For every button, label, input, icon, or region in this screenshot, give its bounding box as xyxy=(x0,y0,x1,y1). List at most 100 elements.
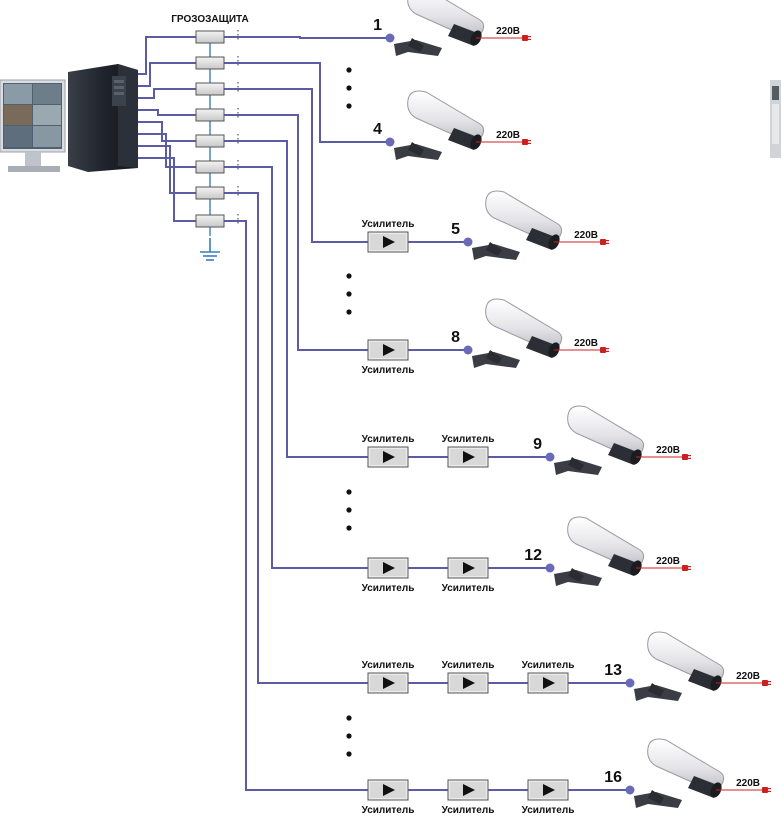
camera-number: 5 xyxy=(451,221,460,238)
camera-cable xyxy=(224,36,390,39)
voltage-label: 220В xyxy=(656,445,680,456)
surge-protector xyxy=(195,82,225,96)
cable-network xyxy=(138,36,630,791)
amplifier-icon xyxy=(367,672,409,694)
amplifier-icon xyxy=(367,231,409,253)
voltage-label: 220В xyxy=(736,778,760,789)
camera-icon xyxy=(471,190,563,261)
amplifier-icon xyxy=(367,446,409,468)
amplifier-label: Усилитель xyxy=(362,660,415,671)
camera-cable xyxy=(224,140,550,458)
amplifier-label: Усилитель xyxy=(362,805,415,816)
ellipsis-dot xyxy=(346,733,352,739)
camera-node xyxy=(385,137,395,147)
camera-group: 1 220В 4 220В Усилитель 5 220В Усилитель 8 220В Ус… xyxy=(362,0,771,816)
voltage-label: 220В xyxy=(656,556,680,567)
camera-node xyxy=(463,345,473,355)
voltage-label: 220В xyxy=(574,230,598,241)
camera-cable xyxy=(224,192,630,684)
pc-to-protector-cable xyxy=(138,157,196,222)
camera-node xyxy=(385,33,395,43)
monitor-icon xyxy=(0,79,66,172)
plug-icon xyxy=(522,35,531,41)
amplifier-icon xyxy=(367,557,409,579)
camera-icon xyxy=(471,298,563,369)
amplifier-label: Усилитель xyxy=(362,434,415,445)
voltage-label: 220В xyxy=(496,26,520,37)
ellipsis-dot xyxy=(346,507,352,513)
ellipsis-dot xyxy=(346,489,352,495)
camera-number: 4 xyxy=(373,121,382,138)
voltage-label: 220В xyxy=(736,671,760,682)
camera-node xyxy=(625,785,635,795)
amplifier-icon xyxy=(447,672,489,694)
surge-protector xyxy=(195,214,225,228)
surge-protector-column xyxy=(195,30,239,236)
plug-icon xyxy=(762,680,771,686)
amplifier-icon xyxy=(367,779,409,801)
amplifier-icon xyxy=(447,779,489,801)
continuation-dots xyxy=(346,67,352,757)
server-tower-icon xyxy=(68,64,138,172)
camera-cable xyxy=(224,220,630,791)
camera-icon xyxy=(633,631,725,702)
amplifier-label: Усилитель xyxy=(442,434,495,445)
camera-icon xyxy=(553,405,645,476)
pc-to-protector-cable xyxy=(138,36,196,75)
amplifier-label: Усилитель xyxy=(362,365,415,376)
plug-icon xyxy=(600,347,609,353)
ellipsis-dot xyxy=(346,67,352,73)
pc-to-protector-cable xyxy=(138,133,196,168)
camera-number: 12 xyxy=(524,547,542,564)
amplifier-label: Усилитель xyxy=(522,805,575,816)
ellipsis-dot xyxy=(346,85,352,91)
plug-icon xyxy=(762,787,771,793)
camera-node xyxy=(625,678,635,688)
pc-to-protector-cable xyxy=(138,88,196,99)
amplifier-icon xyxy=(527,779,569,801)
ellipsis-dot xyxy=(346,309,352,315)
edge-device-icon xyxy=(770,80,781,158)
ellipsis-dot xyxy=(346,751,352,757)
camera-number: 8 xyxy=(451,329,460,346)
voltage-label: 220В xyxy=(496,130,520,141)
camera-node xyxy=(545,452,555,462)
surge-protector xyxy=(195,160,225,174)
ellipsis-dot xyxy=(346,103,352,109)
plug-icon xyxy=(682,454,691,460)
camera-icon xyxy=(393,90,485,161)
amplifier-label: Усилитель xyxy=(442,583,495,594)
pc-to-protector-cable xyxy=(138,121,196,142)
camera-number: 13 xyxy=(604,662,622,679)
surge-protector xyxy=(195,30,225,44)
amplifier-label: Усилитель xyxy=(442,805,495,816)
voltage-label: 220В xyxy=(574,338,598,349)
camera-icon xyxy=(553,516,645,587)
amplifier-icon xyxy=(447,557,489,579)
camera-node xyxy=(545,563,555,573)
ellipsis-dot xyxy=(346,291,352,297)
plug-icon xyxy=(600,239,609,245)
surge-protector xyxy=(195,134,225,148)
camera-cable xyxy=(224,62,390,143)
surge-protection-label: ГРОЗОЗАЩИТА xyxy=(171,14,248,25)
camera-number: 1 xyxy=(373,17,382,34)
pc-to-protector-cable xyxy=(138,145,196,194)
amplifier-label: Усилитель xyxy=(362,583,415,594)
pc-to-protector-cable xyxy=(138,62,196,87)
camera-icon xyxy=(393,0,485,57)
camera-number: 16 xyxy=(604,769,622,786)
amplifier-icon xyxy=(447,446,489,468)
plug-icon xyxy=(522,139,531,145)
ellipsis-dot xyxy=(346,525,352,531)
ellipsis-dot xyxy=(346,715,352,721)
pc-to-protector-cable xyxy=(138,109,196,116)
camera-cable xyxy=(224,166,550,569)
amplifier-label: Усилитель xyxy=(442,660,495,671)
amplifier-icon xyxy=(367,339,409,361)
amplifier-icon xyxy=(527,672,569,694)
amplifier-label: Усилитель xyxy=(522,660,575,671)
camera-number: 9 xyxy=(533,436,542,453)
camera-node xyxy=(463,237,473,247)
